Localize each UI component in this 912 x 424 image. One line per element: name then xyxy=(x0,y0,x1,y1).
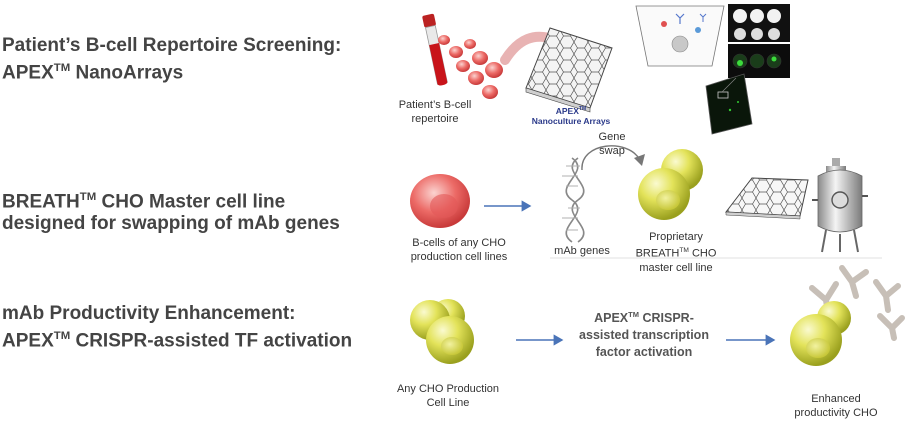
master-cell-caption: Proprietary BREATHTM CHO master cell lin… xyxy=(635,231,717,274)
row3-heading: mAb Productivity Enhancement: APEXTM CRI… xyxy=(2,303,352,352)
cho-production-caption: Any CHO Production Cell Line xyxy=(396,383,500,409)
blood-tube-icon xyxy=(422,13,448,86)
nanoarray-plate-small-icon xyxy=(725,177,809,220)
yellow-cell-icon xyxy=(638,149,703,220)
row3-heading-line1: mAb Productivity Enhancement: xyxy=(2,303,296,324)
row1-heading-line2: APEXTM NanoArrays xyxy=(2,62,184,84)
row2-heading-line1: BREATHTM CHO Master cell line xyxy=(2,191,286,213)
microwell-schematic-icon xyxy=(635,5,725,67)
mab-genes-caption: mAb genes xyxy=(554,245,610,257)
gene-swap-caption: Gene swap xyxy=(598,131,626,157)
bioreactor-icon xyxy=(812,158,868,253)
row3-heading-line2: APEXTM CRISPR-assisted TF activation xyxy=(2,330,353,352)
apex-nanoarray-caption: APEXTM Nanoculture Arrays xyxy=(531,105,611,126)
row2-heading-line2: designed for swapping of mAb genes xyxy=(2,213,340,235)
row1-heading: Patient’s B-cell Repertoire Screening: A… xyxy=(2,35,341,84)
yellow-cell-source-icon xyxy=(410,299,474,364)
yellow-cell-result-icon xyxy=(790,301,851,366)
patient-bcell-caption: Patient’s B-cell repertoire xyxy=(398,99,472,125)
red-blood-cells-icon xyxy=(438,35,503,99)
bcells-caption: B-cells of any CHO production cell lines xyxy=(410,237,508,263)
row1-heading-line1: Patient’s B-cell Repertoire Screening: xyxy=(2,35,342,56)
gene-swap-arrow xyxy=(581,145,641,171)
dna-helix-icon xyxy=(562,157,585,243)
red-cell-icon xyxy=(410,174,470,228)
enhanced-productivity-caption: Enhanced productivity CHO xyxy=(794,393,878,419)
crispr-process-caption: APEXTM CRISPR- assisted transcription fa… xyxy=(579,310,709,360)
row2-heading: BREATHTM CHO Master cell line designed f… xyxy=(2,186,340,235)
microscopy-image-icon xyxy=(705,4,790,135)
nanoarray-plate-icon xyxy=(525,27,613,113)
